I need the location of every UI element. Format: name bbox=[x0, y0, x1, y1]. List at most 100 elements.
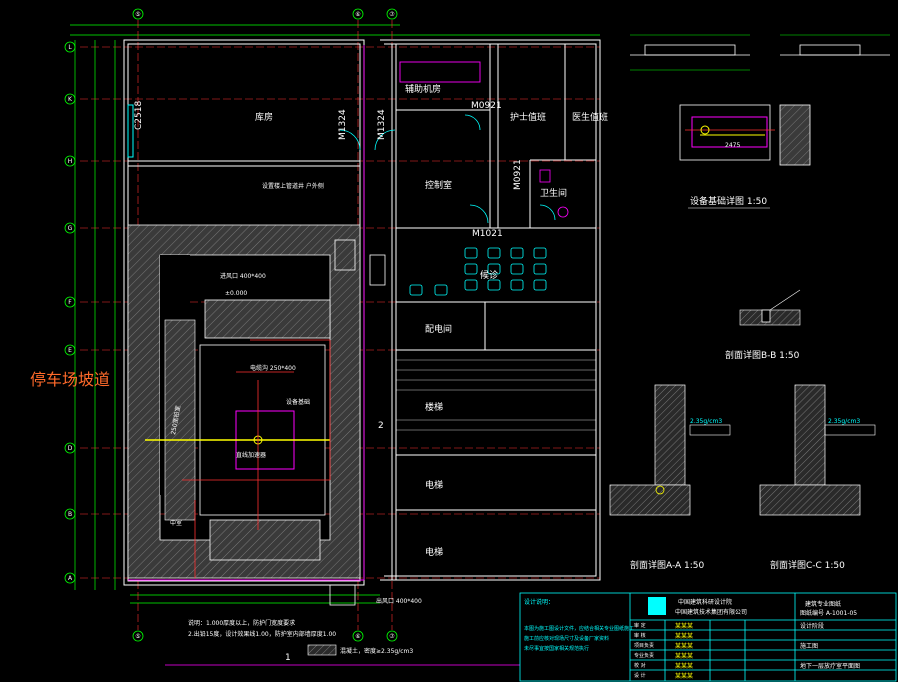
label-grid-1: 1 bbox=[285, 653, 291, 663]
detail-section-top bbox=[630, 44, 890, 56]
detail-title-aa: 剖面详图A-A 1:50 bbox=[630, 559, 705, 571]
shield-walls bbox=[127, 224, 361, 579]
tb-note-b: 施工前应核对现场尺寸及设备厂家资料 bbox=[524, 635, 609, 642]
legend-hatch-swatch bbox=[307, 644, 337, 656]
detail-title-bb: 剖面详图B-B 1:50 bbox=[725, 349, 800, 361]
walls bbox=[123, 39, 601, 586]
room-label-wc: 卫生间 bbox=[540, 187, 567, 199]
detail-aa-anno: 2.35g/cm3 bbox=[690, 418, 722, 425]
side-label: 停车场坡道 bbox=[30, 370, 110, 389]
tb-proj-name: 设计阶段 bbox=[800, 622, 824, 630]
door-swings bbox=[339, 114, 556, 224]
tb-sign-1: 某某某 bbox=[675, 633, 693, 640]
treatment-room bbox=[199, 344, 326, 516]
room-label-elev2: 电梯 bbox=[425, 546, 443, 558]
grid-label-E: E bbox=[68, 347, 72, 354]
room-label-wait: 候诊 bbox=[480, 269, 498, 281]
grid-label-G: G bbox=[68, 225, 73, 232]
label-protect: 中室 bbox=[170, 519, 182, 527]
tb-company-2: 中国建筑技术集团有限公司 bbox=[675, 608, 747, 616]
tb-sign-2: 某某某 bbox=[675, 643, 693, 650]
tb-note-c: 未尽事宜按国家相关规范执行 bbox=[524, 645, 589, 652]
grid-label-H: H bbox=[68, 158, 73, 165]
label-machine: 直线加速器 bbox=[236, 451, 266, 459]
dimension-lines bbox=[70, 24, 600, 604]
detail-title-cc: 剖面详图C-C 1:50 bbox=[770, 559, 845, 571]
tb-row-5: 设 计 bbox=[634, 672, 646, 679]
tb-sign-3: 某某某 bbox=[675, 653, 693, 660]
grid-bubbles-left bbox=[64, 41, 76, 584]
label-z2: ±0.000 bbox=[225, 290, 247, 297]
vent-boxes bbox=[329, 239, 386, 606]
label-m1324a: M1324 bbox=[338, 109, 348, 140]
room-label-aux: 辅助机房 bbox=[405, 83, 441, 95]
stair-lines bbox=[396, 359, 596, 431]
detail-cc bbox=[759, 384, 876, 516]
grid-label-5: ⑤ bbox=[135, 11, 140, 18]
grid-label-F: F bbox=[68, 299, 72, 306]
room-label-stairs: 楼梯 bbox=[425, 401, 443, 413]
tb-sign-0: 某某某 bbox=[675, 623, 693, 630]
company-logo bbox=[648, 597, 666, 615]
label-vent2: 出风口 400*400 bbox=[376, 597, 422, 605]
detail-title-equip: 设备基础详图 1:50 bbox=[690, 195, 767, 207]
label-m0921: M0921 bbox=[471, 101, 502, 111]
grid-label-7b: ⑦ bbox=[389, 633, 395, 640]
detail-dim-2475: 2475 bbox=[725, 142, 740, 149]
tb-row-3: 专业负责 bbox=[634, 652, 654, 659]
grid-label-5b: ⑤ bbox=[135, 633, 140, 640]
tb-notes-head: 设计说明： bbox=[524, 598, 554, 606]
room-label-equip: 配电间 bbox=[425, 323, 452, 335]
room-label-control: 控制室 bbox=[425, 179, 452, 191]
grid-label-K: K bbox=[68, 96, 73, 103]
waiting-chairs bbox=[409, 247, 547, 296]
tb-project-label: 建筑专业图纸 bbox=[805, 600, 841, 608]
label-m0921b: M0921 bbox=[513, 159, 523, 190]
room-label-nurse: 护士值班 bbox=[510, 111, 546, 123]
label-vent1: 进风口 400*400 bbox=[220, 272, 266, 280]
magenta-partitions bbox=[128, 45, 481, 581]
label-equipbase: 设备基础 bbox=[286, 398, 310, 406]
grid-label-L: L bbox=[68, 44, 72, 51]
label-cable: 电缆沟 250*400 bbox=[250, 364, 296, 372]
detail-bb bbox=[739, 289, 801, 326]
grid-label-6b: ⑥ bbox=[355, 633, 360, 640]
label-c2518: C2518 bbox=[134, 101, 144, 130]
note-line-1: 说明：1.000厚度以上，防护门宽度要求 bbox=[188, 619, 295, 627]
detail-equip-plan bbox=[679, 104, 811, 166]
tb-sign-4: 某某某 bbox=[675, 663, 693, 670]
grid-label-A: A bbox=[68, 575, 73, 582]
detail-dim-top bbox=[630, 34, 890, 71]
grid-label-D: D bbox=[68, 445, 73, 452]
room-label-doctor: 医生值班 bbox=[572, 111, 608, 123]
grid-label-6: ⑥ bbox=[355, 11, 360, 18]
tb-sheet-name: 地下一层放疗室平面图 bbox=[800, 662, 860, 670]
tb-sign-5: 某某某 bbox=[675, 673, 693, 680]
tb-row-1: 审 核 bbox=[634, 632, 646, 639]
label-m1021: M1021 bbox=[472, 229, 503, 239]
detail-aa bbox=[609, 384, 731, 516]
tb-company-1: 中国建筑科研设计院 bbox=[678, 598, 732, 606]
room-label-elev1: 电梯 bbox=[425, 479, 443, 491]
tb-note-a: 本图为施工图设计文件，应结合相关专业图纸施工 bbox=[524, 625, 634, 632]
note-line-2: 2.出铅15度，设计效果线1.00，防护室内部墙厚度1.00 bbox=[188, 630, 336, 638]
tb-row-2: 项目负责 bbox=[634, 642, 654, 649]
grid-bubbles-top bbox=[132, 8, 398, 642]
title-block bbox=[519, 592, 897, 682]
label-m1324b: M1324 bbox=[377, 109, 387, 140]
tb-row-0: 审 定 bbox=[634, 622, 646, 629]
tb-row-4: 校 对 bbox=[634, 662, 646, 669]
detail-cc-anno: 2.35g/cm3 bbox=[828, 418, 860, 425]
label-roofhole: 设置楼上管道井 户外侧 bbox=[262, 182, 324, 190]
wc-fixtures bbox=[539, 169, 569, 218]
grid-label-7: ⑦ bbox=[389, 11, 395, 18]
red-layout-lines bbox=[182, 339, 331, 578]
tb-project-no: 图纸编号 A-1001-05 bbox=[800, 609, 857, 617]
room-label-1: 库房 bbox=[255, 111, 273, 123]
tb-drawing: 施工图 bbox=[800, 642, 818, 650]
label-grid-2: 2 bbox=[378, 421, 384, 431]
window-c2518 bbox=[127, 104, 134, 158]
legend-text: 混凝土，密度≥2.35g/cm3 bbox=[340, 647, 413, 655]
grid-label-B: B bbox=[68, 511, 72, 518]
